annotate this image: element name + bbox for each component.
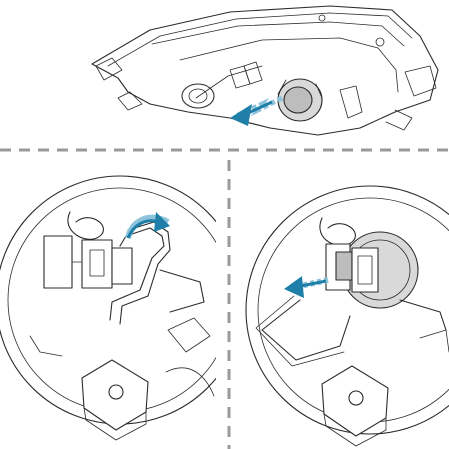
bulb-cap-top xyxy=(277,78,323,122)
headlamp-housing xyxy=(91,5,439,136)
removal-arrow-top xyxy=(230,95,284,126)
mounting-plate-right xyxy=(321,365,389,447)
headlamp-overview-panel xyxy=(91,5,439,136)
clip-release-arrow xyxy=(125,212,170,239)
bulb-pull-arrow xyxy=(284,276,329,298)
panel-dividers xyxy=(0,148,449,449)
bulb-connector xyxy=(325,243,379,293)
mounting-plate xyxy=(81,359,149,441)
connector-block xyxy=(43,235,133,289)
bulb-removal-panel xyxy=(245,185,449,447)
clip-release-panel xyxy=(0,175,216,441)
